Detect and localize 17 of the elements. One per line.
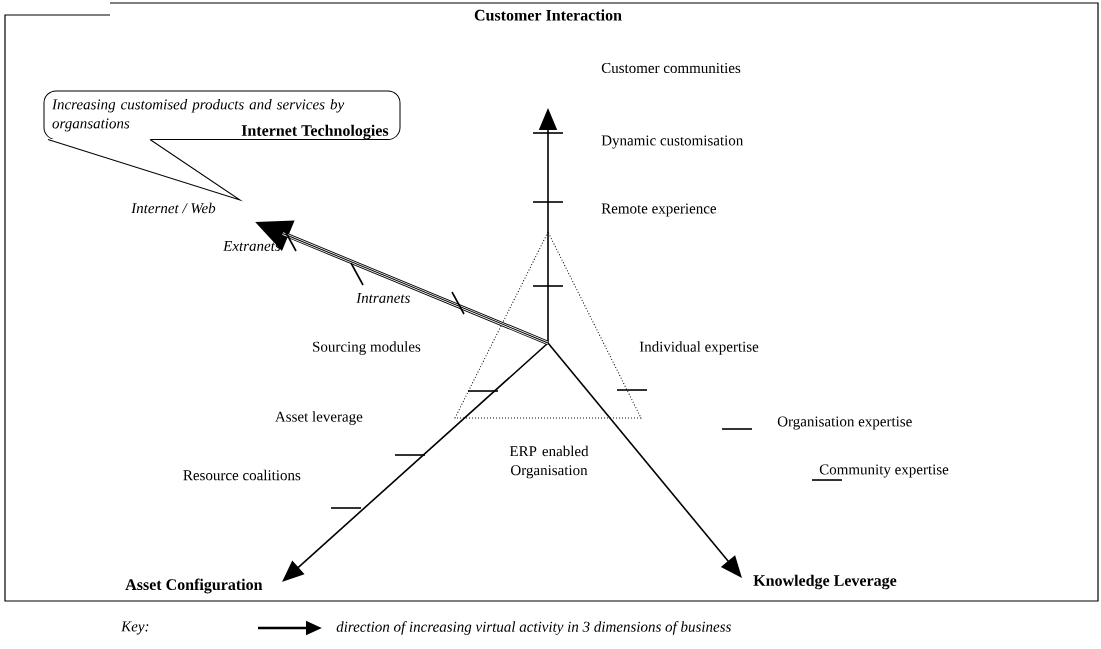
axis-label: Remote experience: [601, 203, 717, 217]
axis-label: Sourcing modules: [313, 341, 421, 355]
axis-label: Customer communities: [601, 62, 741, 74]
legend-text: direction of increasing virtual activity in 3 dimensions of business: [336, 621, 731, 635]
axis-label: Individual expertise: [639, 341, 759, 355]
axis-label: Asset leverage: [275, 411, 363, 425]
region-label: ERP enabled Organisation: [509, 445, 589, 479]
axis-label: Community expertise: [819, 464, 949, 478]
technology-label: Key:: [121, 621, 149, 635]
axis-title: Knowledge Leverage: [753, 574, 897, 590]
axis-title: Internet Technologies: [241, 124, 389, 140]
axis-title: Customer Interaction: [474, 9, 622, 21]
axis-label: Organisation expertise: [777, 416, 912, 430]
axis-title: Asset Configuration: [125, 578, 263, 594]
axis-label: Dynamic customisation: [601, 135, 744, 149]
axis-label: Resource coalitions: [183, 469, 301, 481]
technology-label: Intranets: [356, 293, 410, 303]
